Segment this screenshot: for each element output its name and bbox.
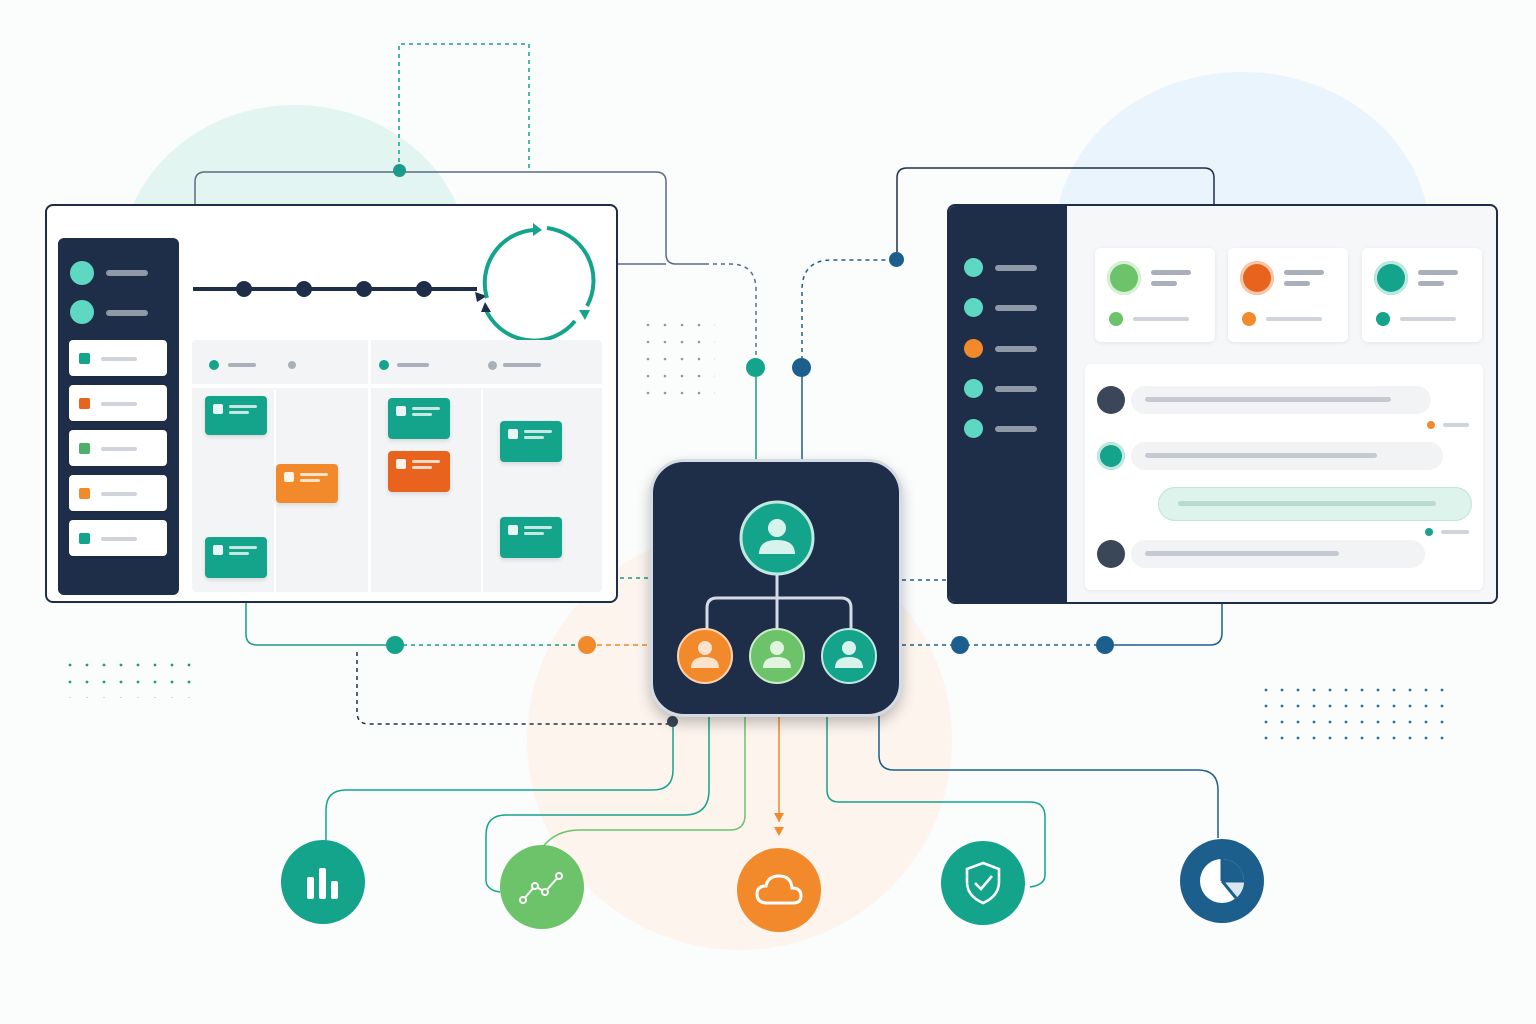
- status-dot: [1109, 312, 1123, 326]
- sidebar: [949, 206, 1067, 602]
- board-card[interactable]: [205, 396, 267, 435]
- sidebar: [58, 238, 179, 595]
- profile-card[interactable]: [1228, 248, 1348, 342]
- status-dot: [1242, 312, 1256, 326]
- connector-node: [1096, 636, 1114, 654]
- timeline-milestone: [236, 281, 252, 297]
- column-header: [397, 363, 429, 367]
- timeline-milestone: [356, 281, 372, 297]
- child-node: [677, 628, 733, 684]
- connector-node: [951, 636, 969, 654]
- trend-line-icon[interactable]: [500, 845, 584, 929]
- column-header: [503, 363, 541, 367]
- project-board-window: [45, 204, 618, 603]
- timeline: [193, 223, 596, 343]
- org-hub[interactable]: [650, 459, 902, 717]
- user-avatar-icon: [1240, 261, 1274, 295]
- user-avatar-icon: [1107, 261, 1141, 295]
- sidebar-label: [995, 346, 1037, 352]
- board-card[interactable]: [500, 517, 562, 558]
- sidebar-dot[interactable]: [964, 258, 983, 277]
- root-node: [739, 500, 815, 576]
- column-dot: [209, 360, 219, 370]
- shield-check-icon[interactable]: [941, 841, 1025, 925]
- connector-node: [792, 358, 811, 377]
- task-item[interactable]: [69, 340, 167, 376]
- child-node: [821, 628, 877, 684]
- status-dot: [1376, 312, 1390, 326]
- timeline-milestone: [296, 281, 312, 297]
- user-avatar-icon: [1374, 261, 1408, 295]
- task-item[interactable]: [69, 520, 167, 556]
- task-item[interactable]: [69, 430, 167, 466]
- chat-message-own[interactable]: [1158, 487, 1472, 521]
- connector-node: [386, 636, 404, 654]
- sidebar-dot[interactable]: [964, 298, 983, 317]
- profile-card[interactable]: [1362, 248, 1482, 342]
- column-dot: [288, 361, 296, 369]
- chat-message[interactable]: [1131, 442, 1443, 470]
- sidebar-label: [106, 270, 148, 276]
- sidebar-label: [995, 426, 1037, 432]
- sidebar-avatar[interactable]: [70, 261, 94, 285]
- bar-chart-icon[interactable]: [281, 840, 365, 924]
- user-avatar-icon: [1097, 442, 1125, 470]
- sidebar-avatar[interactable]: [70, 300, 94, 324]
- connector-node: [889, 252, 904, 267]
- chat-message[interactable]: [1131, 540, 1425, 568]
- sidebar-label: [995, 305, 1037, 311]
- chat-message[interactable]: [1131, 386, 1431, 414]
- org-chart-icon: [677, 500, 877, 684]
- board-card[interactable]: [276, 464, 338, 503]
- user-avatar-icon: [1097, 540, 1125, 568]
- sidebar-dot[interactable]: [964, 379, 983, 398]
- read-indicator: [1425, 528, 1433, 536]
- connector-node: [393, 164, 406, 177]
- read-indicator: [1427, 421, 1435, 429]
- child-node: [749, 628, 805, 684]
- column-header: [228, 363, 256, 367]
- pie-chart-icon[interactable]: [1180, 839, 1264, 923]
- board-card[interactable]: [205, 537, 267, 578]
- cloud-icon[interactable]: [737, 848, 821, 932]
- timeline-milestone: [416, 281, 432, 297]
- column-dot: [379, 360, 389, 370]
- sidebar-dot[interactable]: [964, 339, 983, 358]
- sidebar-label: [106, 310, 148, 316]
- column-dot: [488, 361, 497, 370]
- profile-card[interactable]: [1095, 248, 1215, 342]
- user-avatar-icon: [1097, 386, 1125, 414]
- connector-node: [667, 716, 678, 727]
- connector-node: [746, 358, 765, 377]
- board-card[interactable]: [500, 421, 562, 462]
- board-card[interactable]: [388, 398, 450, 439]
- sidebar-label: [995, 386, 1037, 392]
- chat-panel: [1085, 364, 1483, 590]
- task-item[interactable]: [69, 475, 167, 511]
- connector-node: [578, 636, 596, 654]
- team-chat-window: [947, 204, 1498, 604]
- sidebar-label: [995, 265, 1037, 271]
- cycle-icon: [482, 226, 596, 343]
- sidebar-dot[interactable]: [964, 419, 983, 438]
- board-card[interactable]: [388, 451, 450, 492]
- task-item[interactable]: [69, 385, 167, 421]
